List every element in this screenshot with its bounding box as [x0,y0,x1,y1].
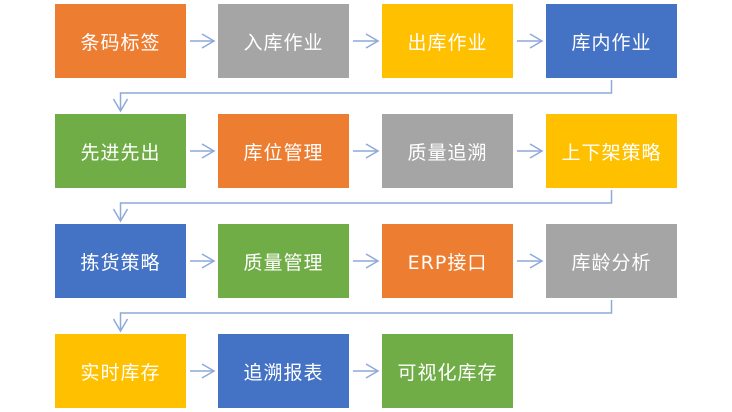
step-erp-interface: ERP接口 [382,224,513,298]
flow-arrow-head-icon [201,33,216,49]
row-wrap-arrow-head-icon [112,318,129,333]
step-quality-traceability: 质量追溯 [382,114,513,188]
step-visual-inventory: 可视化库存 [382,334,513,408]
flow-arrow-head-icon [201,363,216,379]
flow-arrow-head-icon [365,363,380,379]
row-wrap-arrow-head-icon [112,208,129,223]
step-realtime-inventory: 实时库存 [55,334,186,408]
step-traceability-report: 追溯报表 [218,334,349,408]
row-wrap-connector [119,190,613,221]
step-in-warehouse-operation: 库内作业 [546,4,677,78]
step-barcode-label: 条码标签 [55,4,186,78]
flow-arrow-head-icon [201,253,216,269]
flow-arrow-head-icon [529,253,544,269]
flow-arrow-head-icon [365,143,380,159]
step-fifo: 先进先出 [55,114,186,188]
step-stock-age-analysis: 库龄分析 [546,224,677,298]
step-shelving-strategy: 上下架策略 [546,114,677,188]
flow-arrow-head-icon [365,33,380,49]
step-location-management: 库位管理 [218,114,349,188]
step-outbound-operation: 出库作业 [382,4,513,78]
flow-arrow-head-icon [201,143,216,159]
step-picking-strategy: 拣货策略 [55,224,186,298]
flow-arrow-head-icon [365,253,380,269]
step-quality-management: 质量管理 [218,224,349,298]
row-wrap-connector [119,80,613,111]
row-wrap-connector [119,300,613,331]
flow-arrow-head-icon [529,33,544,49]
row-wrap-arrow-head-icon [112,98,129,113]
step-inbound-operation: 入库作业 [218,4,349,78]
flow-arrow-head-icon [529,143,544,159]
